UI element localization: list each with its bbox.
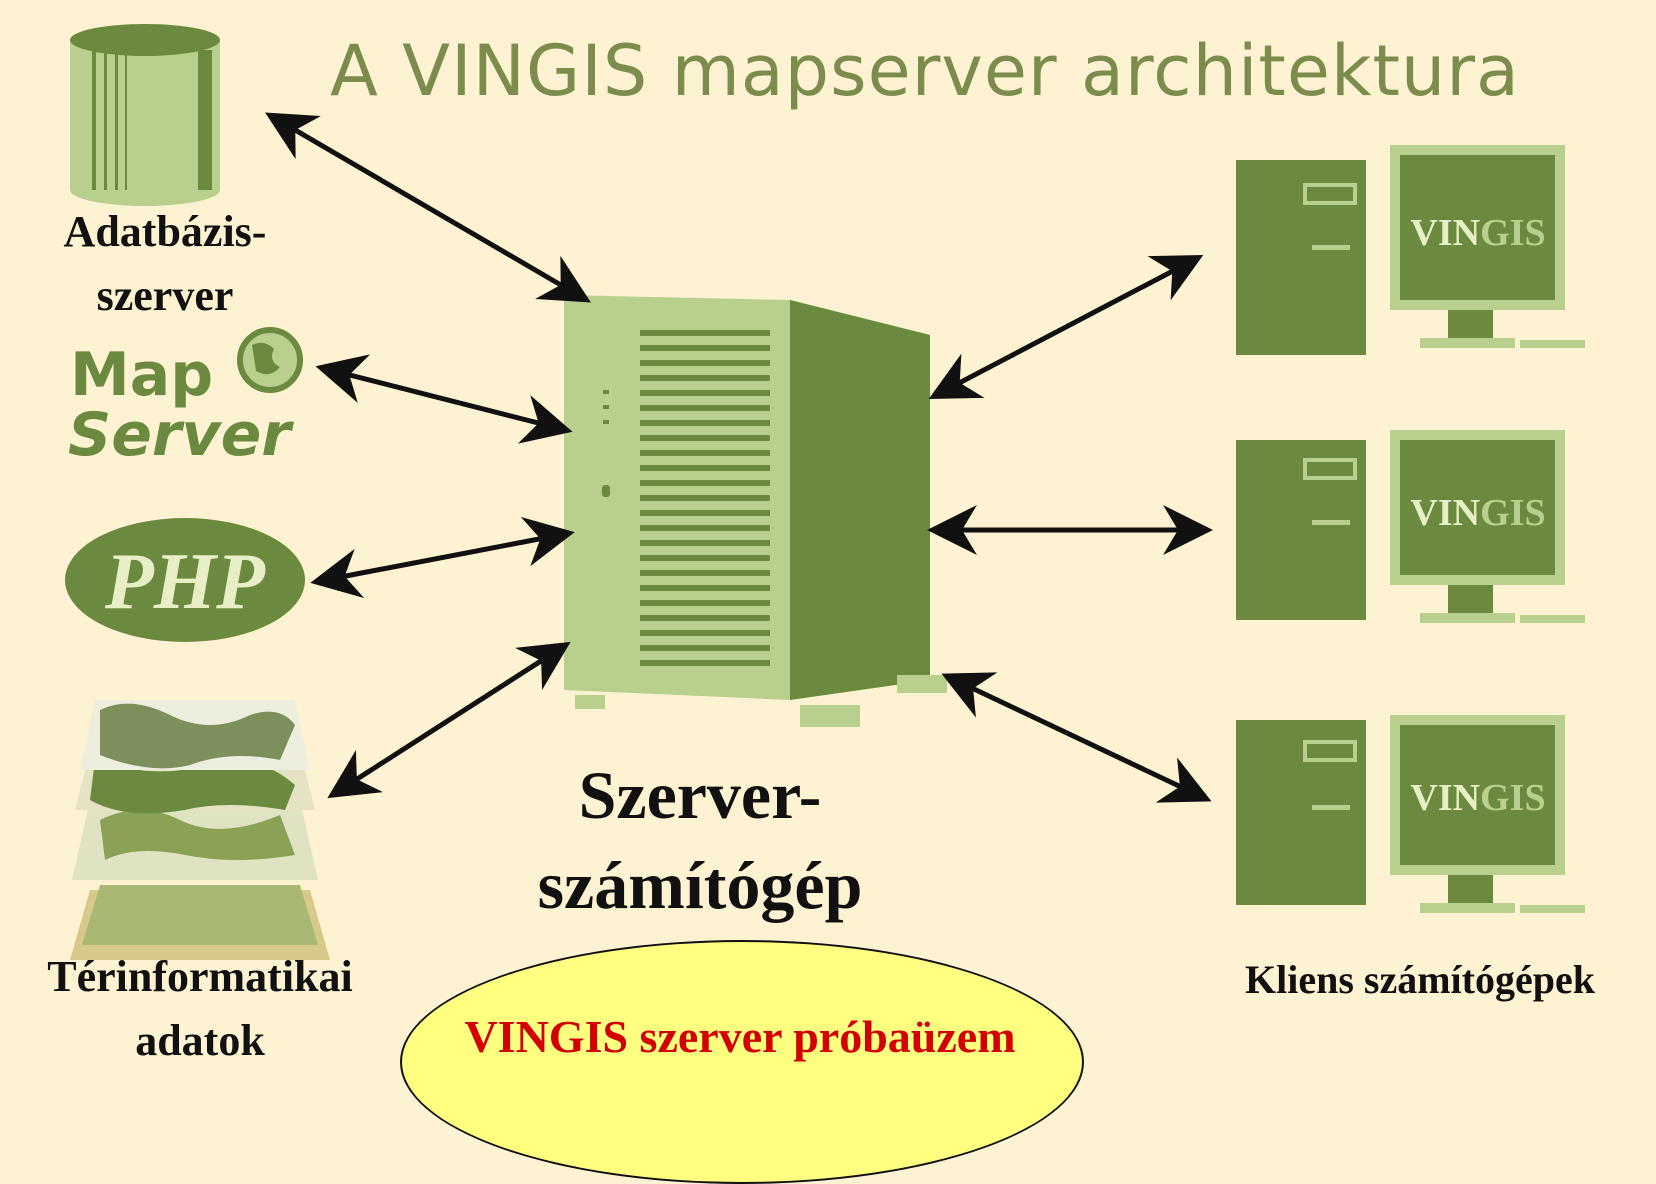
vingis-brand-light: GIS (1480, 492, 1545, 534)
vingis-brand-dark: VIN (1410, 492, 1480, 534)
server-computer-label-line2: számítógép (537, 847, 863, 923)
mapserver-logo-bottom-text: Server (68, 400, 294, 470)
architecture-diagram: Map Server PHP (65, 24, 1585, 960)
svg-text:VINGIS: VINGIS (1410, 492, 1545, 534)
database-server-label-line2: szerver (96, 271, 234, 320)
svg-text:VINGIS: VINGIS (1410, 777, 1545, 819)
client-computer-2: VINGIS (1236, 430, 1585, 623)
client-computer-1: VINGIS (1236, 145, 1585, 355)
callout-text: VINGIS szerver próbaüzem (464, 1011, 1016, 1062)
server-computer-label: Szerver- számítógép (520, 750, 880, 930)
vingis-brand-dark: VIN (1410, 777, 1480, 819)
arrow-server-client-1 (928, 255, 1204, 399)
mapserver-logo: Map Server (68, 327, 303, 470)
diagram-title: A VINGIS mapserver architektura (330, 30, 1520, 112)
svg-text:VINGIS: VINGIS (1410, 212, 1545, 254)
geodata-label: Térinformatikai adatok (0, 945, 400, 1073)
arrow-geodata-server (327, 641, 571, 799)
php-logo-text: PHP (104, 538, 266, 626)
geodata-label-line2: adatok (135, 1016, 265, 1065)
database-server-label: Adatbázis- szerver (20, 200, 310, 328)
client-computers-label: Kliens számítógépek (1245, 957, 1595, 1002)
server-tower-icon (564, 295, 947, 727)
arrow-server-client-3 (941, 672, 1212, 803)
vingis-brand-light: GIS (1480, 777, 1545, 819)
arrow-database-server (265, 112, 591, 303)
server-computer-label-line1: Szerver- (578, 757, 822, 833)
database-server-label-line1: Adatbázis- (63, 207, 267, 256)
vingis-brand-dark: VIN (1410, 212, 1480, 254)
database-icon (70, 24, 220, 206)
php-logo: PHP (65, 518, 305, 642)
geodata-label-line1: Térinformatikai (47, 952, 353, 1001)
arrow-php-server (310, 517, 575, 598)
geodata-layers-icon (70, 700, 330, 960)
client-computer-3: VINGIS (1236, 715, 1585, 913)
arrow-mapserver-server (315, 354, 573, 444)
vingis-brand-light: GIS (1480, 212, 1545, 254)
mapserver-logo-top-text: Map (70, 340, 213, 410)
